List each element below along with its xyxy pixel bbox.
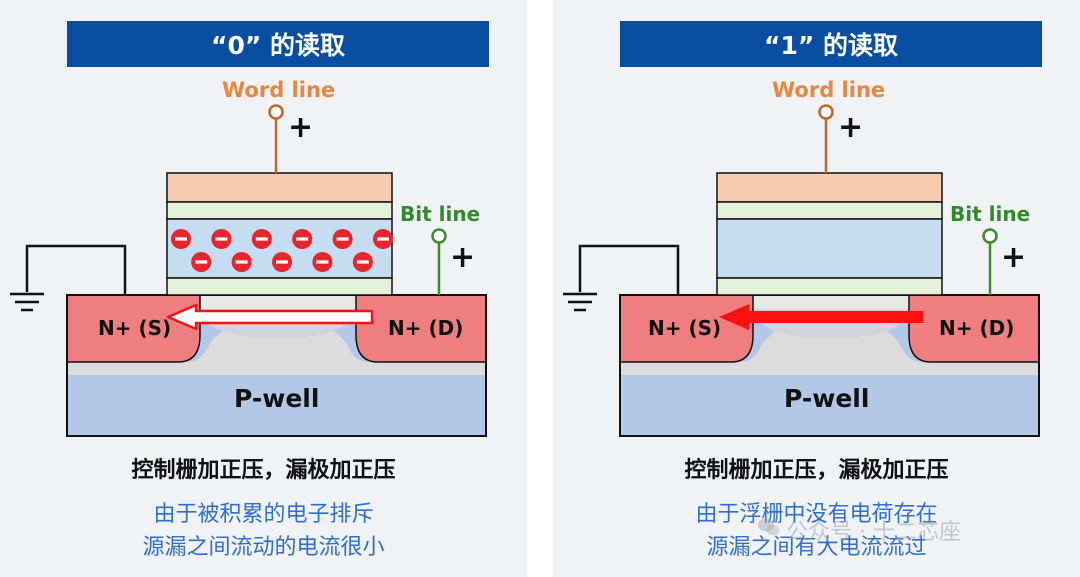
panel-read-0: “0” 的读取 Word line [0, 0, 527, 577]
word-line-label: Word line [772, 78, 886, 102]
bit-plus-sign: + [450, 240, 476, 275]
drain-region [908, 294, 1040, 363]
drain-region [355, 294, 487, 363]
panel-read-1: “1” 的读取 Word line + Bit line + N+ (S) N+… [553, 0, 1080, 577]
minus-sign [377, 237, 389, 241]
source-region [66, 294, 201, 363]
electron-group [171, 229, 393, 272]
minus-sign [276, 260, 288, 264]
minus-sign [195, 260, 208, 264]
gate-plus-sign: + [288, 110, 314, 145]
panel-title: “0” 的读取 [67, 21, 489, 67]
minus-sign [175, 237, 187, 241]
tunnel-oxide [716, 277, 943, 296]
result-text-line2: 源漏之间有大电流流过 [706, 535, 927, 560]
control-gate [716, 172, 943, 203]
current-arrow-small [166, 303, 374, 331]
current-arrow-large [719, 304, 923, 330]
minus-sign [316, 260, 329, 264]
condition-text: 控制栅加正压，漏极加正压 [131, 458, 396, 483]
condition-text: 控制栅加正压，漏极加正压 [684, 458, 949, 483]
bit-line-terminal [431, 228, 447, 244]
minus-sign [356, 260, 369, 264]
depletion-layer [620, 322, 1039, 375]
result-text-line2: 源漏之间流动的电流很小 [142, 535, 385, 560]
word-line-terminal [268, 104, 284, 120]
wechat-icon [758, 518, 780, 536]
source-label: N+ (S) [648, 316, 722, 340]
source-label: N+ (S) [98, 316, 172, 340]
inter-poly-oxide [166, 201, 393, 220]
panel-title: “1” 的读取 [620, 21, 1042, 67]
transistor-diagram [563, 104, 1040, 437]
minus-sign [235, 260, 248, 264]
minus-sign [296, 237, 309, 241]
channel-oxide [200, 295, 356, 309]
ground-icon [563, 244, 680, 312]
depletion-layer [67, 322, 486, 375]
transistor-diagram [10, 104, 487, 437]
word-line-terminal [818, 104, 834, 120]
ground-icon [10, 244, 127, 312]
minus-sign [215, 237, 228, 241]
inter-poly-oxide [716, 201, 943, 220]
floating-gate [716, 218, 943, 279]
tunnel-oxide [166, 277, 393, 296]
watermark-text: 公众号 · 十二芯座 [786, 520, 961, 545]
result-text-line1: 由于浮栅中没有电荷存在 [695, 502, 938, 527]
control-gate [166, 172, 393, 203]
source-region [619, 294, 754, 363]
bit-plus-sign: + [1001, 240, 1027, 275]
drain-label: N+ (D) [388, 316, 464, 340]
bit-line-label: Bit line [400, 202, 481, 226]
gate-plus-sign: + [838, 110, 864, 145]
drain-label: N+ (D) [939, 316, 1015, 340]
p-well-label: P-well [234, 384, 320, 413]
minus-sign [336, 237, 349, 241]
p-well-label: P-well [784, 384, 870, 413]
channel-oxide [753, 295, 909, 309]
word-line-label: Word line [222, 78, 336, 102]
minus-sign [255, 237, 268, 241]
result-text-line1: 由于被积累的电子排斥 [153, 502, 374, 527]
bit-line-label: Bit line [950, 202, 1031, 226]
bit-line-terminal [982, 228, 998, 244]
